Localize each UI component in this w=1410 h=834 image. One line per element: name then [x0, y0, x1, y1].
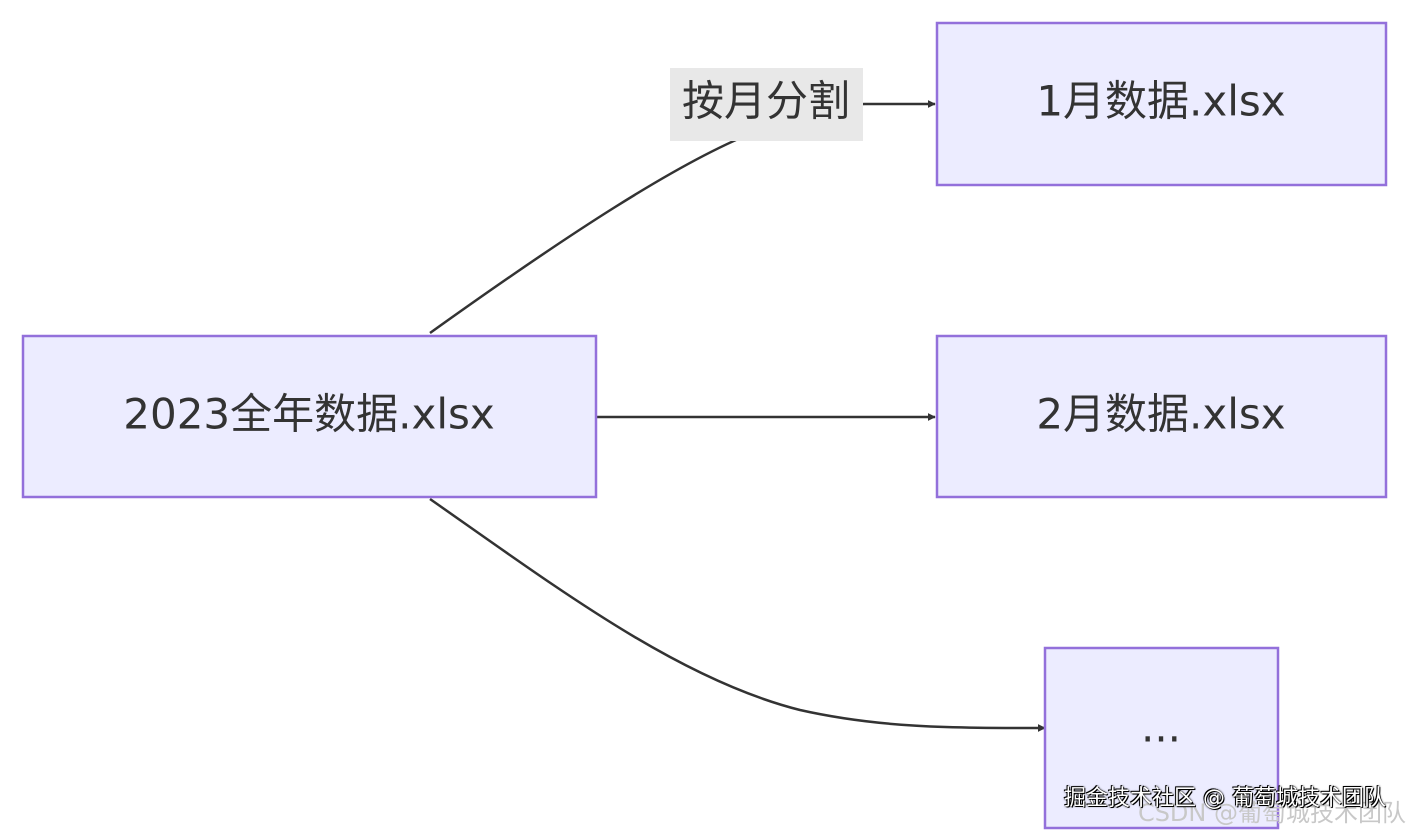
edge-label-split-by-month: 按月分割 [670, 68, 863, 141]
node-january-file[interactable]: 1月数据.xlsx [935, 21, 1388, 187]
node-more-files[interactable]: ... [1043, 646, 1280, 830]
node-february-file[interactable]: 2月数据.xlsx [935, 334, 1388, 499]
watermark-csdn: CSDN @葡萄城技术团队 [1137, 799, 1406, 827]
node-january-file-label: 1月数据.xlsx [1036, 77, 1285, 126]
edge-source-to-more [429, 497, 1046, 732]
node-source-file[interactable]: 2023全年数据.xlsx [21, 334, 598, 499]
node-more-files-label: ... [1141, 703, 1181, 752]
node-source-file-label: 2023全年数据.xlsx [123, 390, 495, 439]
node-february-file-label: 2月数据.xlsx [1036, 390, 1285, 439]
watermark-juejin: 掘金技术社区 @ 葡萄城技术团队 [1064, 786, 1386, 811]
edge-label-text: 按月分割 [682, 77, 850, 126]
edge-label-background [670, 68, 863, 141]
